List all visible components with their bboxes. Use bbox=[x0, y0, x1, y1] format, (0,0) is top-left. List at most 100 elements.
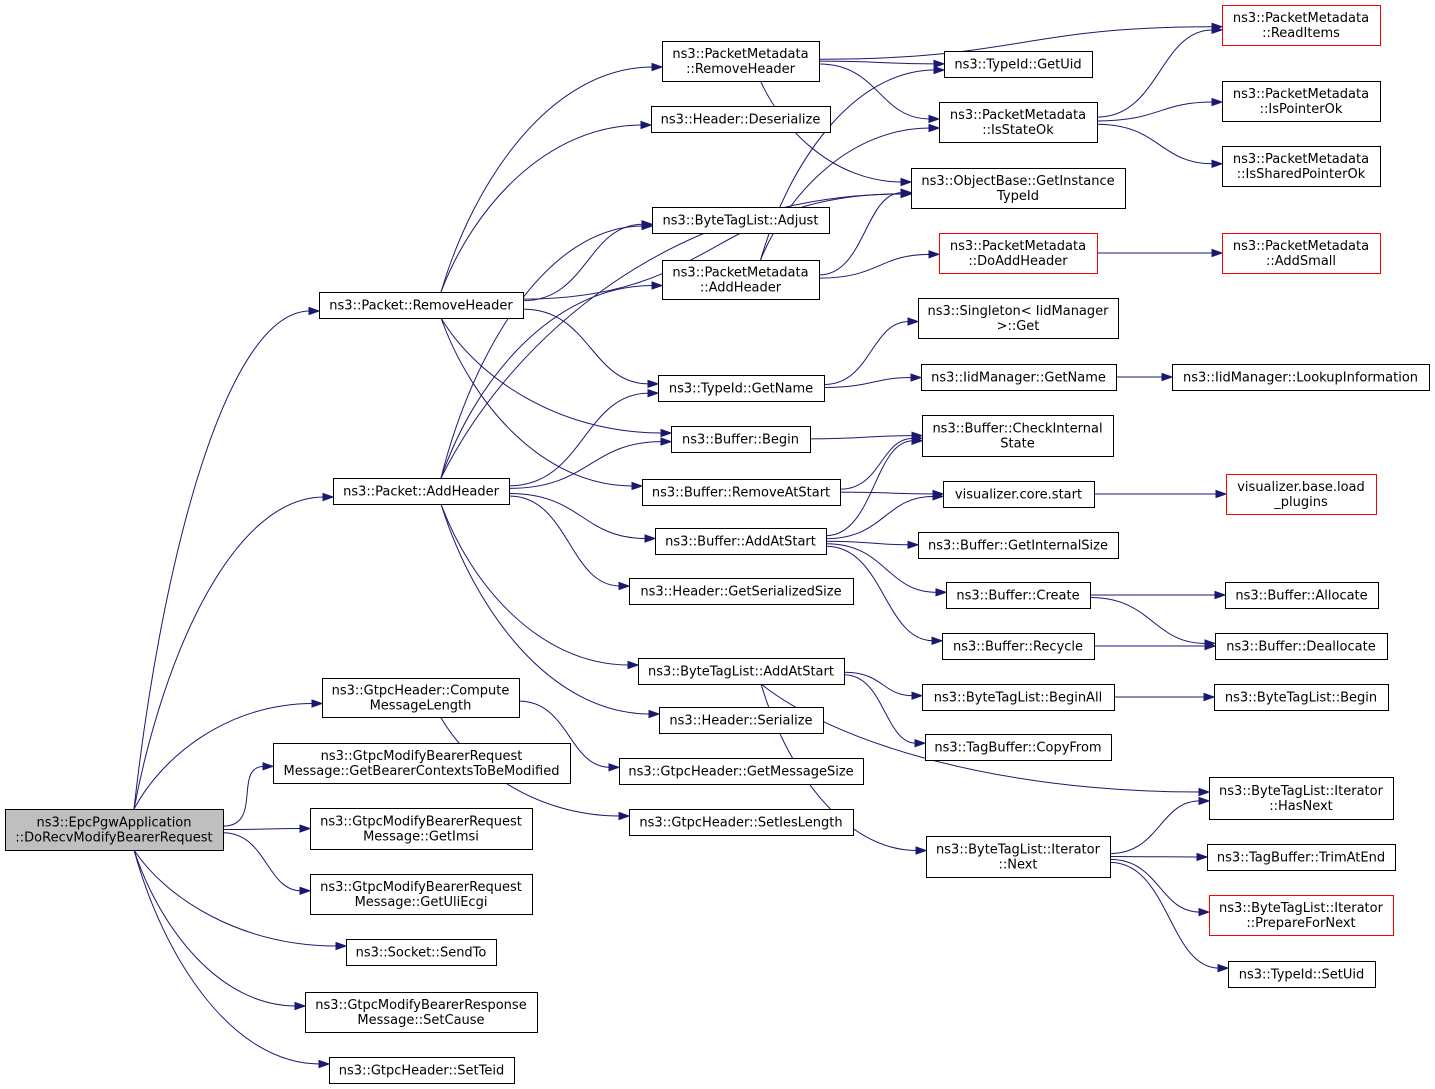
node-tagbuf-copy-from[interactable]: ns3::TagBuffer::CopyFrom bbox=[925, 734, 1112, 761]
node-typeid-setuid[interactable]: ns3::TypeId::SetUid bbox=[1228, 961, 1376, 988]
node-hdr-serialize[interactable]: ns3::Header::Serialize bbox=[659, 707, 824, 734]
node-btl-add-at-start[interactable]: ns3::ByteTagList::AddAtStart bbox=[638, 658, 845, 685]
node-set-teid[interactable]: ns3::GtpcHeader::SetTeid bbox=[329, 1057, 515, 1084]
node-pm-do-add-header[interactable]: ns3::PacketMetadata::DoAddHeader bbox=[939, 233, 1098, 274]
node-box[interactable] bbox=[305, 992, 538, 1033]
node-box[interactable] bbox=[1209, 895, 1394, 936]
node-set-cause[interactable]: ns3::GtpcModifyBearerResponseMessage::Se… bbox=[305, 992, 538, 1033]
node-box[interactable] bbox=[658, 375, 825, 402]
node-root[interactable]: ns3::EpcPgwApplication::DoRecvModifyBear… bbox=[5, 809, 224, 851]
node-box[interactable] bbox=[922, 684, 1115, 711]
node-tagbuf-trim-at-end[interactable]: ns3::TagBuffer::TrimAtEnd bbox=[1207, 844, 1396, 871]
node-pkt-add-header[interactable]: ns3::Packet::AddHeader bbox=[333, 478, 510, 505]
node-pm-read-items[interactable]: ns3::PacketMetadata::ReadItems bbox=[1222, 5, 1381, 46]
node-box[interactable] bbox=[922, 415, 1114, 457]
node-box[interactable] bbox=[652, 207, 830, 234]
node-box[interactable] bbox=[1215, 633, 1388, 660]
node-box[interactable] bbox=[651, 106, 831, 133]
node-pm-is-shared-pointer-ok[interactable]: ns3::PacketMetadata::IsSharedPointerOk bbox=[1222, 146, 1381, 187]
node-pm-add-small[interactable]: ns3::PacketMetadata::AddSmall bbox=[1222, 233, 1381, 274]
node-box[interactable] bbox=[333, 478, 510, 505]
node-box[interactable] bbox=[943, 481, 1095, 508]
node-pm-is-pointer-ok[interactable]: ns3::PacketMetadata::IsPointerOk bbox=[1222, 81, 1381, 122]
node-iid-lookup-info[interactable]: ns3::IidManager::LookupInformation bbox=[1172, 364, 1430, 391]
node-box[interactable] bbox=[944, 51, 1093, 78]
node-buf-allocate[interactable]: ns3::Buffer::Allocate bbox=[1225, 582, 1379, 609]
node-gtpc-set-ies-len[interactable]: ns3::GtpcHeader::SetIesLength bbox=[629, 809, 854, 836]
node-box[interactable] bbox=[638, 658, 845, 685]
node-btl-adjust[interactable]: ns3::ByteTagList::Adjust bbox=[652, 207, 830, 234]
node-buf-begin[interactable]: ns3::Buffer::Begin bbox=[671, 426, 811, 453]
node-buf-recycle[interactable]: ns3::Buffer::Recycle bbox=[942, 633, 1095, 660]
node-box[interactable] bbox=[1209, 777, 1394, 820]
node-box[interactable] bbox=[659, 707, 824, 734]
node-box[interactable] bbox=[939, 102, 1098, 143]
node-buf-add-at-start[interactable]: ns3::Buffer::AddAtStart bbox=[655, 528, 827, 555]
node-box[interactable] bbox=[926, 836, 1111, 878]
node-box[interactable] bbox=[1214, 684, 1389, 711]
node-box[interactable] bbox=[5, 809, 224, 851]
node-box[interactable] bbox=[946, 582, 1091, 609]
node-btl-iter-prepare-for-next[interactable]: ns3::ByteTagList::Iterator::PrepareForNe… bbox=[1209, 895, 1394, 936]
node-box[interactable] bbox=[642, 479, 841, 506]
node-box[interactable] bbox=[319, 292, 524, 319]
node-btl-iter-has-next[interactable]: ns3::ByteTagList::Iterator::HasNext bbox=[1209, 777, 1394, 820]
node-box[interactable] bbox=[942, 633, 1095, 660]
node-box[interactable] bbox=[911, 168, 1126, 209]
node-box[interactable] bbox=[918, 298, 1119, 339]
node-box[interactable] bbox=[310, 808, 533, 850]
node-vis-base-load-plugins[interactable]: visualizer.base.load_plugins bbox=[1226, 474, 1377, 515]
node-box[interactable] bbox=[1222, 146, 1381, 187]
node-box[interactable] bbox=[322, 678, 520, 718]
node-typeid-getuid[interactable]: ns3::TypeId::GetUid bbox=[944, 51, 1093, 78]
node-box[interactable] bbox=[1172, 364, 1430, 391]
node-box[interactable] bbox=[310, 874, 533, 915]
node-iid-get-name[interactable]: ns3::IidManager::GetName bbox=[921, 364, 1117, 391]
node-box[interactable] bbox=[273, 743, 571, 784]
node-hdr-deserialize[interactable]: ns3::Header::Deserialize bbox=[651, 106, 831, 133]
node-pkt-remove-header[interactable]: ns3::Packet::RemoveHeader bbox=[319, 292, 524, 319]
node-pm-is-state-ok[interactable]: ns3::PacketMetadata::IsStateOk bbox=[939, 102, 1098, 143]
node-btl-iter-next[interactable]: ns3::ByteTagList::Iterator::Next bbox=[926, 836, 1111, 878]
node-box[interactable] bbox=[1228, 961, 1376, 988]
node-get-imsi[interactable]: ns3::GtpcModifyBearerRequestMessage::Get… bbox=[310, 808, 533, 850]
node-box[interactable] bbox=[1207, 844, 1396, 871]
node-box[interactable] bbox=[671, 426, 811, 453]
node-box[interactable] bbox=[655, 528, 827, 555]
node-vis-core-start[interactable]: visualizer.core.start bbox=[943, 481, 1095, 508]
node-buf-create[interactable]: ns3::Buffer::Create bbox=[946, 582, 1091, 609]
node-box[interactable] bbox=[629, 578, 854, 605]
node-box[interactable] bbox=[346, 939, 497, 966]
node-box[interactable] bbox=[1222, 233, 1381, 274]
node-box[interactable] bbox=[1226, 474, 1377, 515]
node-box[interactable] bbox=[619, 758, 864, 785]
node-box[interactable] bbox=[921, 364, 1117, 391]
node-get-bearer-ctx[interactable]: ns3::GtpcModifyBearerRequestMessage::Get… bbox=[273, 743, 571, 784]
node-box[interactable] bbox=[1222, 5, 1381, 46]
node-get-uli-ecgi[interactable]: ns3::GtpcModifyBearerRequestMessage::Get… bbox=[310, 874, 533, 915]
node-buf-remove-at-start[interactable]: ns3::Buffer::RemoveAtStart bbox=[642, 479, 841, 506]
node-box[interactable] bbox=[918, 532, 1119, 559]
node-hdr-get-ser-size[interactable]: ns3::Header::GetSerializedSize bbox=[629, 578, 854, 605]
node-box[interactable] bbox=[1222, 81, 1381, 122]
node-typeid-getname[interactable]: ns3::TypeId::GetName bbox=[658, 375, 825, 402]
node-box[interactable] bbox=[662, 41, 820, 82]
node-box[interactable] bbox=[925, 734, 1112, 761]
node-gtpc-get-msg-size[interactable]: ns3::GtpcHeader::GetMessageSize bbox=[619, 758, 864, 785]
node-pm-remove-header[interactable]: ns3::PacketMetadata::RemoveHeader bbox=[662, 41, 820, 82]
node-singleton-get[interactable]: ns3::Singleton< IidManager >::Get bbox=[918, 298, 1119, 339]
node-socket-sendto[interactable]: ns3::Socket::SendTo bbox=[346, 939, 497, 966]
node-box[interactable] bbox=[662, 260, 820, 300]
node-btl-begin[interactable]: ns3::ByteTagList::Begin bbox=[1214, 684, 1389, 711]
node-box[interactable] bbox=[329, 1057, 515, 1084]
node-pm-add-header[interactable]: ns3::PacketMetadata::AddHeader bbox=[662, 260, 820, 300]
node-box[interactable] bbox=[1225, 582, 1379, 609]
node-box[interactable] bbox=[939, 233, 1098, 274]
node-buf-deallocate[interactable]: ns3::Buffer::Deallocate bbox=[1215, 633, 1388, 660]
node-buf-get-internal-size[interactable]: ns3::Buffer::GetInternalSize bbox=[918, 532, 1119, 559]
node-btl-begin-all[interactable]: ns3::ByteTagList::BeginAll bbox=[922, 684, 1115, 711]
node-box[interactable] bbox=[629, 809, 854, 836]
